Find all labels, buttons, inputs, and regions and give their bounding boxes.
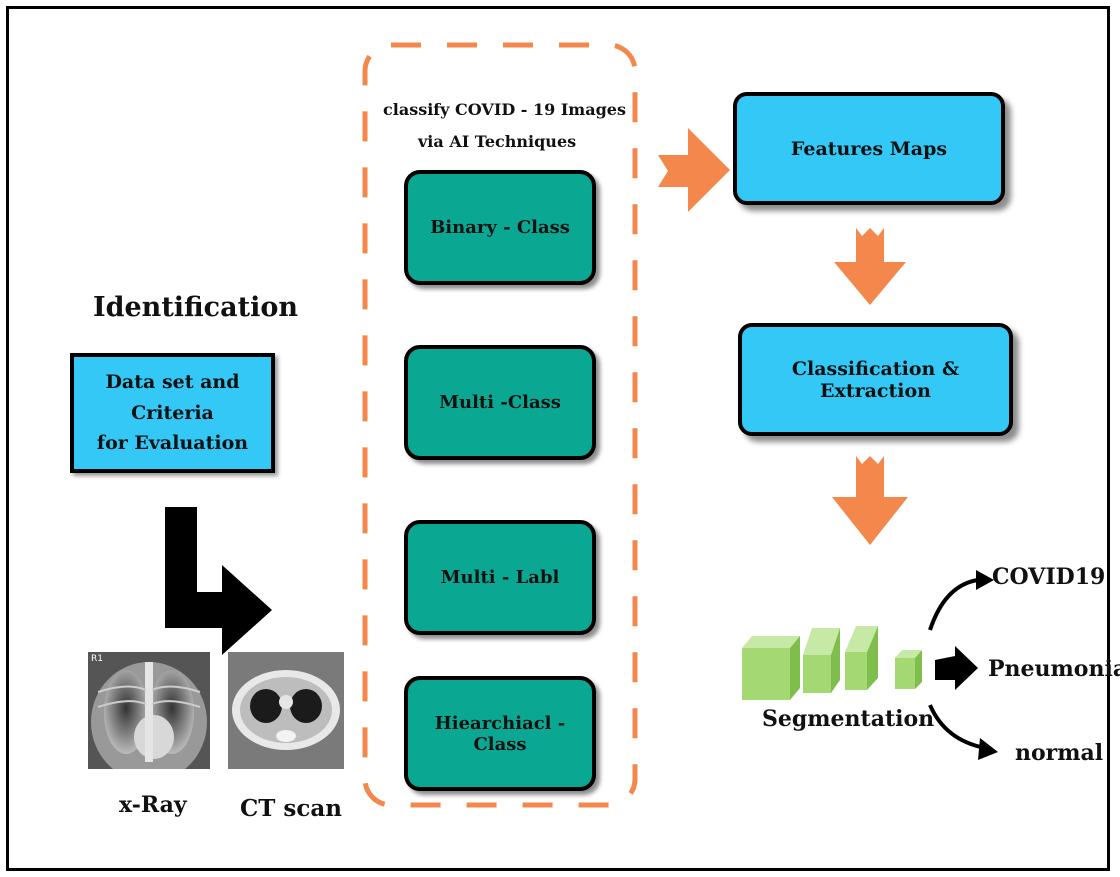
orange-arrow-down-1 [834, 228, 906, 305]
diagram-frame [6, 6, 1110, 871]
features-maps-label: Features Maps [790, 137, 948, 160]
dataset-line-1: Data set and Criteria [105, 371, 240, 424]
orange-arrow-right [658, 128, 730, 212]
binary-class-label: Binary - Class [430, 217, 570, 238]
output-covid19: COVID19 [992, 564, 1106, 590]
binary-class-box: Binary - Class [404, 170, 596, 285]
ct-scan-label: CT scan [240, 795, 343, 822]
classify-title-line-1: classify COVID - 19 Images [383, 100, 626, 119]
hierarchical-class-box: Hiearchiacl - Class [404, 676, 596, 791]
arrow-to-covid19 [928, 578, 979, 631]
ct-graphic [228, 652, 344, 769]
identification-title: Identification [93, 292, 298, 323]
multi-class-box: Multi -Class [404, 345, 596, 460]
xray-image: R1 [88, 652, 210, 769]
output-pneumonia: Pneumonia [988, 656, 1120, 682]
hierarchical-class-label: Hiearchiacl - Class [434, 712, 566, 755]
arrow-to-pneumonia [935, 646, 978, 690]
xray-marker: R1 [91, 654, 103, 664]
xray-graphic [88, 652, 210, 769]
dataset-criteria-box: Data set and Criteria for Evaluation [70, 353, 275, 473]
segmentation-blocks-icon [742, 626, 922, 700]
classification-extraction-box: Classification & Extraction [738, 323, 1013, 436]
black-l-arrow [165, 507, 272, 655]
orange-arrow-down-2 [832, 456, 908, 545]
arrow-to-normal [928, 704, 986, 750]
features-maps-box: Features Maps [733, 92, 1005, 205]
classify-title-line-2: via AI Techniques [418, 132, 577, 151]
ct-scan-image [228, 652, 344, 769]
classification-extraction-label: Classification & Extraction [791, 357, 960, 402]
multi-label-label: Multi - Labl [440, 567, 560, 588]
segmentation-label: Segmentation [762, 706, 935, 732]
xray-label: x-Ray [119, 792, 187, 818]
output-normal: normal [1015, 740, 1104, 766]
multi-label-box: Multi - Labl [404, 520, 596, 635]
multi-class-label: Multi -Class [439, 392, 561, 413]
dataset-line-2: for Evaluation [96, 432, 249, 455]
